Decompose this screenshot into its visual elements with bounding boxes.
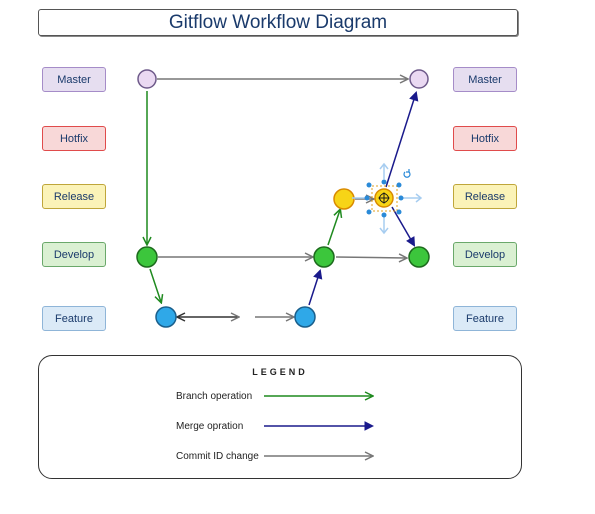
lane-release-left[interactable]: Release bbox=[42, 184, 106, 209]
edge-branch-develop-release[interactable] bbox=[327, 210, 340, 246]
lane-develop-left[interactable]: Develop bbox=[42, 242, 106, 267]
legend-label-commit: Commit ID change bbox=[176, 451, 259, 462]
lane-label: Release bbox=[464, 190, 506, 203]
lane-label: Hotfix bbox=[59, 132, 89, 145]
legend-label-merge: Merge opration bbox=[176, 421, 244, 432]
lane-develop-right[interactable]: Develop bbox=[453, 242, 517, 267]
node-feature-2[interactable] bbox=[294, 306, 316, 328]
lane-label: Feature bbox=[55, 312, 93, 325]
node-master-1[interactable] bbox=[137, 69, 157, 89]
lane-label: Master bbox=[468, 73, 502, 86]
edge-merge-release-master[interactable] bbox=[385, 93, 416, 188]
edge-merge-release-develop[interactable] bbox=[391, 206, 414, 245]
lane-label: Release bbox=[53, 190, 95, 203]
legend-label-branch: Branch operation bbox=[176, 391, 253, 402]
lane-hotfix-right[interactable]: Hotfix bbox=[453, 126, 517, 151]
lane-label: Hotfix bbox=[470, 132, 500, 145]
edge-branch-develop-feature[interactable] bbox=[149, 268, 161, 302]
node-develop-1[interactable] bbox=[136, 246, 158, 268]
lane-feature-left[interactable]: Feature bbox=[42, 306, 106, 331]
lane-label: Develop bbox=[464, 248, 506, 261]
lane-release-right[interactable]: Release bbox=[453, 184, 517, 209]
legend-title: LEGEND bbox=[252, 367, 308, 377]
lane-label: Feature bbox=[466, 312, 504, 325]
legend-box: LEGEND bbox=[38, 355, 522, 479]
node-feature-1[interactable] bbox=[155, 306, 177, 328]
lane-label: Develop bbox=[53, 248, 95, 261]
rotate-icon[interactable] bbox=[403, 169, 411, 178]
lane-feature-right[interactable]: Feature bbox=[453, 306, 517, 331]
lane-master-right[interactable]: Master bbox=[453, 67, 517, 92]
lane-master-left[interactable]: Master bbox=[42, 67, 106, 92]
node-develop-3[interactable] bbox=[408, 246, 430, 268]
diagram-title: Gitflow Workflow Diagram bbox=[168, 11, 388, 33]
edge-merge-feature-develop[interactable] bbox=[308, 271, 320, 306]
lane-hotfix-left[interactable]: Hotfix bbox=[42, 126, 106, 151]
node-release-1[interactable] bbox=[333, 188, 355, 210]
lane-label: Master bbox=[57, 73, 91, 86]
edge-develop-commit-2[interactable] bbox=[335, 257, 406, 258]
move-icon[interactable] bbox=[378, 192, 390, 204]
title-box[interactable]: Gitflow Workflow Diagram bbox=[38, 9, 518, 36]
node-master-2[interactable] bbox=[409, 69, 429, 89]
node-develop-2[interactable] bbox=[313, 246, 335, 268]
